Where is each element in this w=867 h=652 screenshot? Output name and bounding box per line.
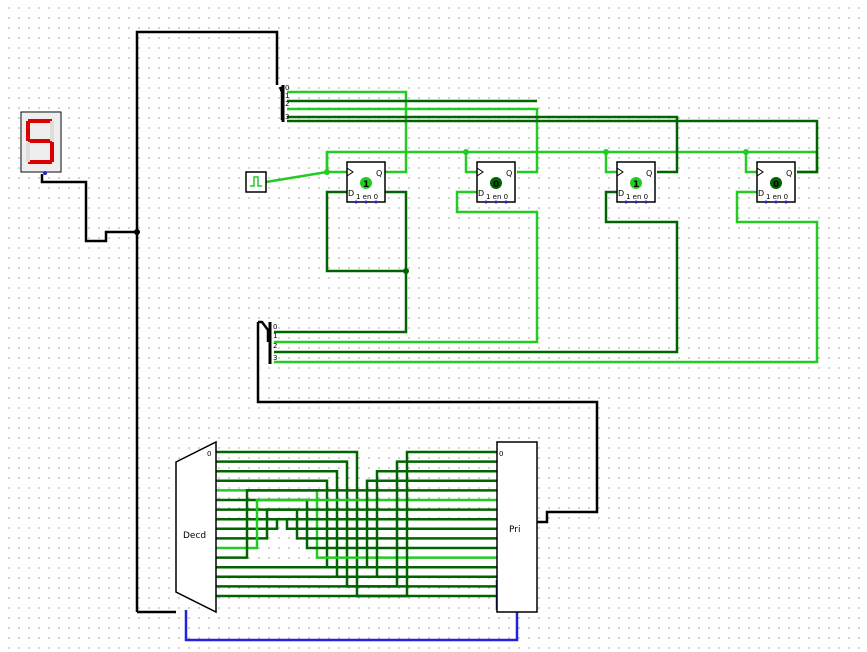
state-indicator <box>490 177 502 189</box>
flipflop-pin <box>764 200 768 204</box>
flipflop-pin <box>484 200 488 204</box>
flipflop-pin <box>504 200 508 204</box>
segment-e <box>26 142 30 162</box>
clock-triangle-icon <box>756 167 764 177</box>
segment-d <box>28 160 52 164</box>
flipflop-pin <box>774 200 778 204</box>
splitter-top-label-3: 3 <box>285 113 289 121</box>
decoder-pin0-label: 0 <box>207 450 211 458</box>
state-indicator <box>360 177 372 189</box>
flipflop-bottom-label: 1 en 0 <box>766 193 788 201</box>
junction-dot <box>603 149 609 155</box>
junction-dot <box>463 149 469 155</box>
splitter-top[interactable]: 0 1 2 3 <box>281 84 289 122</box>
junction-dot <box>134 229 140 235</box>
flipflop-d-label: D <box>348 189 354 198</box>
state-indicator <box>770 177 782 189</box>
splitter-top-label-1: 1 <box>285 92 289 100</box>
flipflop-pin <box>634 200 638 204</box>
splitter-top-label-2: 2 <box>285 100 289 108</box>
flipflop-bottom-label: 1 en 0 <box>356 193 378 201</box>
flipflop-pin <box>494 200 498 204</box>
segment-f <box>26 121 30 141</box>
flipflop-pin <box>354 200 358 204</box>
clock-triangle-icon <box>346 167 354 177</box>
seven-segment-display[interactable] <box>20 111 62 175</box>
splitter-mid-label-3: 3 <box>273 354 277 362</box>
clock-triangle-icon <box>616 167 624 177</box>
splitter-top-label-0: 0 <box>285 84 289 92</box>
clock-source[interactable] <box>245 171 267 193</box>
display-pin <box>43 171 47 175</box>
flipflop-q-label: Q <box>646 169 652 178</box>
segment-group <box>26 119 54 164</box>
flipflop-pin <box>784 200 788 204</box>
segment-g <box>28 139 52 143</box>
flipflop-pin <box>364 200 368 204</box>
flipflop-d-label: D <box>478 189 484 198</box>
flipflop-pin <box>624 200 628 204</box>
splitter-mid-label-2: 2 <box>273 342 277 350</box>
junction-dot <box>403 268 409 274</box>
flipflop-state: 0 <box>493 180 499 190</box>
clock-waveform-icon <box>250 176 262 187</box>
flipflop-state: 1 <box>633 180 639 190</box>
flipflop-state: 0 <box>773 180 779 190</box>
segment-a <box>28 119 52 123</box>
flipflop-d-label: D <box>758 189 764 198</box>
state-indicator <box>630 177 642 189</box>
splitter-mid-label-1: 1 <box>273 332 277 340</box>
junction-dot <box>324 169 330 175</box>
junction-dot <box>743 149 749 155</box>
flipflop-state: 1 <box>363 180 369 190</box>
decoder[interactable]: Decd 0 <box>175 440 217 614</box>
flipflop-q-label: Q <box>506 169 512 178</box>
segment-b <box>50 121 54 141</box>
flipflop-bottom-label: 1 en 0 <box>486 193 508 201</box>
dark-green-wires <box>274 99 819 354</box>
splitter-mid[interactable]: 0 1 2 3 <box>268 322 277 364</box>
decoder-encoder-wires <box>216 450 497 598</box>
flipflop-bottom-label: 1 en 0 <box>626 193 648 201</box>
flipflop-q-label: Q <box>786 169 792 178</box>
flipflop-pin <box>644 200 648 204</box>
blue-wires <box>184 580 519 642</box>
flipflop-d-label: D <box>618 189 624 198</box>
priority-encoder-label: Pri <box>509 525 520 535</box>
splitter-mid-label-0: 0 <box>273 323 277 331</box>
flipflop-q-label: Q <box>376 169 382 178</box>
segment-c <box>50 142 54 162</box>
light-green-wires <box>265 90 819 364</box>
decoder-label: Decd <box>183 531 206 541</box>
priority-encoder[interactable]: Pri 0 <box>496 441 538 613</box>
priority-encoder-pin0-label: 0 <box>499 450 503 458</box>
clock-triangle-icon <box>476 167 484 177</box>
flipflop-pin <box>374 200 378 204</box>
